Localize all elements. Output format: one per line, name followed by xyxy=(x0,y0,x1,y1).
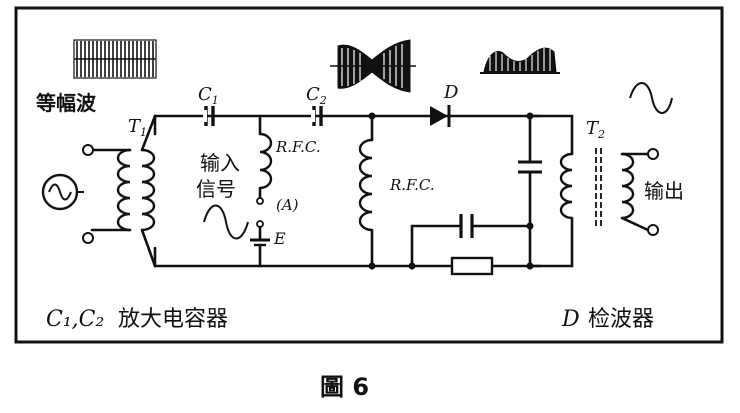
output-terminal-top xyxy=(647,148,659,160)
legend-d-description: 检波器 xyxy=(588,307,654,332)
d-label: D xyxy=(443,82,459,103)
constant-amplitude-wave-icon xyxy=(73,39,157,79)
c2-label: C2 xyxy=(306,84,327,107)
transformer-t2 xyxy=(528,114,650,268)
switch-contact-a xyxy=(256,220,264,242)
detected-wave-icon xyxy=(480,47,560,74)
input-terminal-bottom xyxy=(82,232,94,244)
modulated-wave-icon xyxy=(330,39,416,93)
constant-amplitude-label: 等幅波 xyxy=(36,91,97,115)
rf-choke-1 xyxy=(256,114,273,205)
bypass-capacitor xyxy=(518,112,542,268)
output-terminal-bottom xyxy=(647,224,659,236)
capacitor-c1 xyxy=(203,106,215,126)
legend-d: D xyxy=(561,307,580,332)
transformer-t1 xyxy=(90,114,157,268)
a-label: (A) xyxy=(276,196,299,214)
input-sine-wave-icon xyxy=(203,204,249,240)
input-terminal-top xyxy=(82,144,94,156)
figure-caption: 圖 6 xyxy=(320,373,369,401)
t1-label: T1 xyxy=(128,116,147,139)
c1-label: C1 xyxy=(198,84,219,107)
output-sine-wave-icon xyxy=(629,82,673,114)
input-signal-label-line2: 信号 xyxy=(196,177,236,201)
rc-network xyxy=(408,214,534,276)
diode-d xyxy=(430,105,451,127)
legend-c-description: 放大电容器 xyxy=(118,307,228,332)
e-label: E xyxy=(273,229,286,248)
load-resistor xyxy=(450,256,494,276)
input-signal-label-line1: 输入 xyxy=(200,151,240,175)
rf-choke-2 xyxy=(358,112,376,270)
rfc1-label: R.F.C. xyxy=(275,138,321,156)
output-label: 输出 xyxy=(644,179,684,203)
rfc2-label: R.F.C. xyxy=(389,176,435,194)
capacitor-c2 xyxy=(311,106,323,126)
ac-source-icon xyxy=(41,173,84,211)
legend-c1-c2: C₁,C₂ xyxy=(46,307,104,332)
ground-e xyxy=(250,238,270,268)
t2-label: T2 xyxy=(586,118,605,141)
figure-frame xyxy=(14,6,724,344)
